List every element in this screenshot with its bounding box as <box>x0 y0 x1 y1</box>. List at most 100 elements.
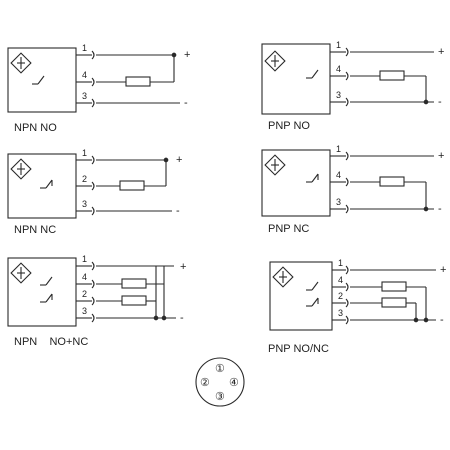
wire-pin-3 <box>76 98 180 108</box>
diagram-label: PNP NO/NC <box>268 343 329 355</box>
pin-label: 1 <box>82 254 87 264</box>
wire-pin-3 <box>330 204 434 214</box>
sensor-body <box>269 261 333 331</box>
diagram-pnp-nc: 1 4 3 + - PNP NC <box>261 144 444 235</box>
connector-pin: ② <box>200 377 210 389</box>
load-resistor <box>125 76 151 87</box>
sensor-symbol-icon <box>10 158 32 180</box>
pin-label: 3 <box>82 306 87 316</box>
sensor-symbol-icon <box>272 266 294 288</box>
pin-label: 1 <box>338 258 343 268</box>
wire-pin-1 <box>330 47 434 57</box>
sensor-body <box>7 153 77 219</box>
load-resistor <box>121 278 147 289</box>
junction-dot <box>423 206 429 212</box>
sensor-body <box>7 47 77 113</box>
pin-label: 3 <box>338 308 343 318</box>
switch-nc-icon <box>40 179 53 189</box>
junction-dot <box>153 315 159 321</box>
connector-pin: ① <box>215 363 225 375</box>
pin-label: 2 <box>82 289 87 299</box>
connector-pin: ③ <box>215 391 225 403</box>
diagram-pnp-no: 1 4 3 + - PNP NO <box>261 40 444 132</box>
pin-label: 4 <box>338 275 343 285</box>
plus-label: + <box>440 264 446 276</box>
wire-pin-1 <box>76 50 174 60</box>
load-resistor <box>379 70 405 81</box>
wire-pin-2 <box>332 297 417 320</box>
diagram-label: NPN NC <box>14 224 56 236</box>
pin-label: 4 <box>336 170 341 180</box>
diagram-npn-no-nc: 1 4 2 3 + - NPN NO+NC <box>7 254 186 348</box>
sensor-body <box>261 149 331 217</box>
diagram-label: NPN NO+NC <box>14 336 88 348</box>
pin-label: 1 <box>82 43 87 53</box>
sensor-body <box>261 43 331 115</box>
pin-label: 4 <box>82 272 87 282</box>
junction-dot <box>423 317 429 323</box>
plus-label: + <box>184 49 190 61</box>
connector-pinout: ① ② ④ ③ <box>195 357 245 407</box>
pin-label: 2 <box>82 174 87 184</box>
pin-label: 1 <box>336 40 341 50</box>
switch-no-icon <box>306 69 319 79</box>
diagram-pnp-no-nc: 1 4 2 3 + - PNP NO/NC <box>268 258 446 355</box>
junction-dot <box>163 157 169 163</box>
wire-pin-1 <box>332 265 436 275</box>
junction-dot <box>423 99 429 105</box>
switch-nc-icon <box>40 293 53 303</box>
diagram-label: NPN NO <box>14 122 57 134</box>
plus-label: + <box>438 150 444 162</box>
wire-pin-4 <box>330 70 427 102</box>
wire-pin-3 <box>76 206 172 216</box>
connector-face <box>195 357 245 407</box>
load-resistor <box>381 297 407 308</box>
pin-label: 2 <box>338 291 343 301</box>
load-resistor <box>119 180 145 191</box>
switch-nc-icon <box>306 173 319 183</box>
wire-pin-3 <box>76 313 176 323</box>
switch-no-icon <box>306 281 319 291</box>
junction-dot <box>171 52 177 58</box>
pin-label: 4 <box>82 70 87 80</box>
pin-label: 1 <box>336 144 341 154</box>
minus-label: - <box>438 203 442 215</box>
wire-pin-3 <box>330 97 434 107</box>
load-resistor <box>379 176 405 187</box>
junction-dot <box>161 315 167 321</box>
plus-label: + <box>180 261 186 273</box>
pin-label: 3 <box>82 199 87 209</box>
wire-pin-1 <box>330 151 434 161</box>
switch-no-icon <box>40 276 53 286</box>
switch-no-icon <box>32 75 45 85</box>
minus-label: - <box>180 312 184 324</box>
wire-pin-4 <box>330 176 427 209</box>
pin-label: 1 <box>82 148 87 158</box>
connector-pin: ④ <box>229 377 239 389</box>
wire-pin-4 <box>332 281 427 320</box>
diagram-npn-nc: 1 2 3 + - NPN NC <box>7 148 182 236</box>
sensor-body <box>7 257 77 327</box>
pin-label: 4 <box>336 64 341 74</box>
wire-pin-2 <box>76 266 157 318</box>
sensor-symbol-icon <box>10 52 32 74</box>
switch-nc-icon <box>306 297 319 307</box>
load-resistor <box>381 281 407 292</box>
minus-label: - <box>438 96 442 108</box>
diagram-label: PNP NC <box>268 223 309 235</box>
load-resistor <box>121 295 147 306</box>
pin-label: 3 <box>336 90 341 100</box>
sensor-symbol-icon <box>264 154 286 176</box>
minus-label: - <box>184 97 188 109</box>
diagram-label: PNP NO <box>268 120 310 132</box>
pin-label: 3 <box>336 197 341 207</box>
minus-label: - <box>440 314 444 326</box>
diagram-npn-no: 1 4 3 + - NPN NO <box>7 43 190 134</box>
plus-label: + <box>176 154 182 166</box>
plus-label: + <box>438 46 444 58</box>
junction-dot <box>413 317 419 323</box>
pin-label: 3 <box>82 91 87 101</box>
minus-label: - <box>176 205 180 217</box>
sensor-symbol-icon <box>264 50 286 72</box>
